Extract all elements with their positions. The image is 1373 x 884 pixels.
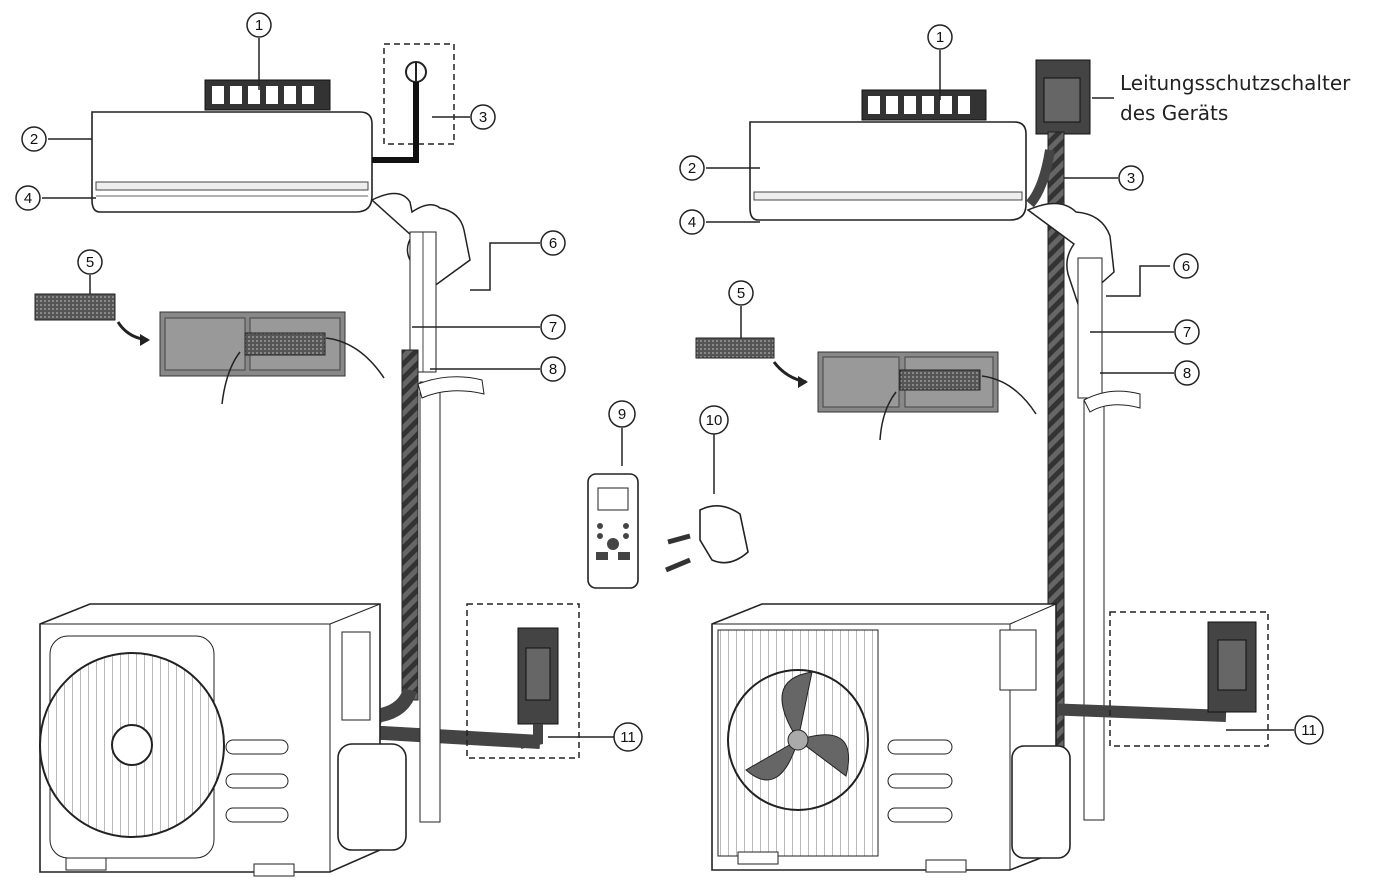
indoor-unit-icon [750, 122, 1026, 220]
callout-4-right: 4 [680, 210, 704, 234]
svg-text:3: 3 [479, 109, 487, 126]
air-filter-icon [696, 338, 1036, 440]
outdoor-unit-icon [40, 604, 406, 876]
svg-text:8: 8 [549, 361, 557, 378]
svg-text:6: 6 [1182, 258, 1190, 275]
svg-text:4: 4 [24, 190, 32, 207]
breaker-label-line2: des Geräts [1120, 101, 1228, 125]
svg-text:2: 2 [688, 160, 696, 177]
callout-1-left: 1 [247, 13, 271, 37]
mounting-plate-icon [862, 90, 986, 120]
air-filter-icon [35, 294, 384, 404]
callout-5-right: 5 [729, 281, 753, 305]
svg-text:7: 7 [549, 319, 557, 336]
breaker-label-line1: Leitungsschutzschalter [1120, 71, 1351, 95]
svg-text:4: 4 [688, 214, 696, 231]
svg-text:2: 2 [30, 131, 38, 148]
svg-text:6: 6 [549, 235, 557, 252]
callout-5-left: 5 [78, 250, 102, 274]
right-panel [696, 60, 1268, 872]
left-panel [35, 44, 579, 876]
callout-9: 9 [609, 401, 635, 427]
callout-6-left: 6 [541, 231, 565, 255]
callout-3-right: 3 [1119, 166, 1143, 190]
callout-3-left: 3 [471, 105, 495, 129]
remote-holder-icon [666, 506, 748, 570]
svg-text:9: 9 [618, 406, 626, 423]
svg-text:5: 5 [86, 254, 94, 271]
outdoor-unit-icon [712, 604, 1070, 872]
svg-text:1: 1 [255, 17, 263, 34]
mounting-plate-icon [205, 80, 330, 110]
svg-text:8: 8 [1183, 365, 1191, 382]
svg-text:11: 11 [1301, 722, 1317, 739]
callout-1-right: 1 [928, 25, 952, 49]
callout-7-right: 7 [1175, 320, 1199, 344]
callout-2-right: 2 [680, 156, 704, 180]
svg-text:7: 7 [1183, 324, 1191, 341]
callout-7-left: 7 [541, 315, 565, 339]
circuit-breaker-icon [1110, 612, 1268, 746]
wall-sleeve-icon [1028, 203, 1114, 398]
svg-text:3: 3 [1127, 170, 1135, 187]
svg-text:11: 11 [620, 729, 636, 746]
svg-text:5: 5 [737, 285, 745, 302]
power-plug-icon [372, 44, 454, 160]
callout-10: 10 [700, 406, 728, 434]
indoor-unit-icon [92, 112, 372, 212]
callout-11-right: 11 [1295, 716, 1323, 744]
callout-8-left: 8 [541, 357, 565, 381]
wall-sleeve-icon [372, 193, 470, 372]
callout-11-left: 11 [614, 723, 642, 751]
callout-4-left: 4 [16, 186, 40, 210]
callout-2-left: 2 [22, 127, 46, 151]
svg-text:1: 1 [936, 29, 944, 46]
callout-8-right: 8 [1175, 361, 1199, 385]
remote-control-icon [588, 474, 638, 588]
svg-text:10: 10 [706, 412, 723, 429]
callout-6-right: 6 [1174, 254, 1198, 278]
